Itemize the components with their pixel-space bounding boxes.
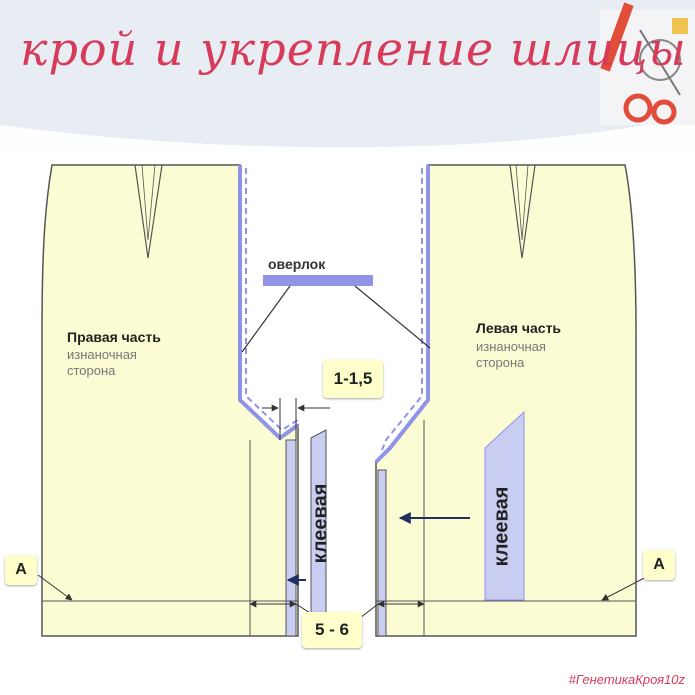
overlock-bar (263, 275, 373, 286)
left-part-side-line1: изнаночная (476, 339, 546, 354)
left-interfacing-block (484, 410, 525, 601)
page-title: крой и укрепление шлицы (20, 22, 687, 76)
measure-top-box: 1-1,5 (323, 360, 383, 398)
right-interfacing-label: клеевая (309, 483, 332, 564)
right-part-panel (41, 164, 300, 637)
marker-a-left: A (5, 555, 37, 585)
overlock-label: оверлок (268, 256, 326, 272)
left-interfacing-label: клеевая (490, 486, 513, 567)
measure-bottom-box: 5 - 6 (302, 612, 362, 648)
right-part-side-line1: изнаночная (67, 347, 137, 362)
sewing-tools-illustration (600, 2, 695, 125)
header-background (0, 0, 695, 152)
right-part-side-line2: сторона (67, 363, 116, 378)
right-part-title: Правая часть (67, 329, 161, 345)
left-part-title: Левая часть (476, 320, 562, 336)
left-part-side-line2: сторона (476, 355, 525, 370)
marker-a-right: A (643, 550, 675, 580)
hashtag: #ГенетикаКроя10z (568, 672, 685, 687)
